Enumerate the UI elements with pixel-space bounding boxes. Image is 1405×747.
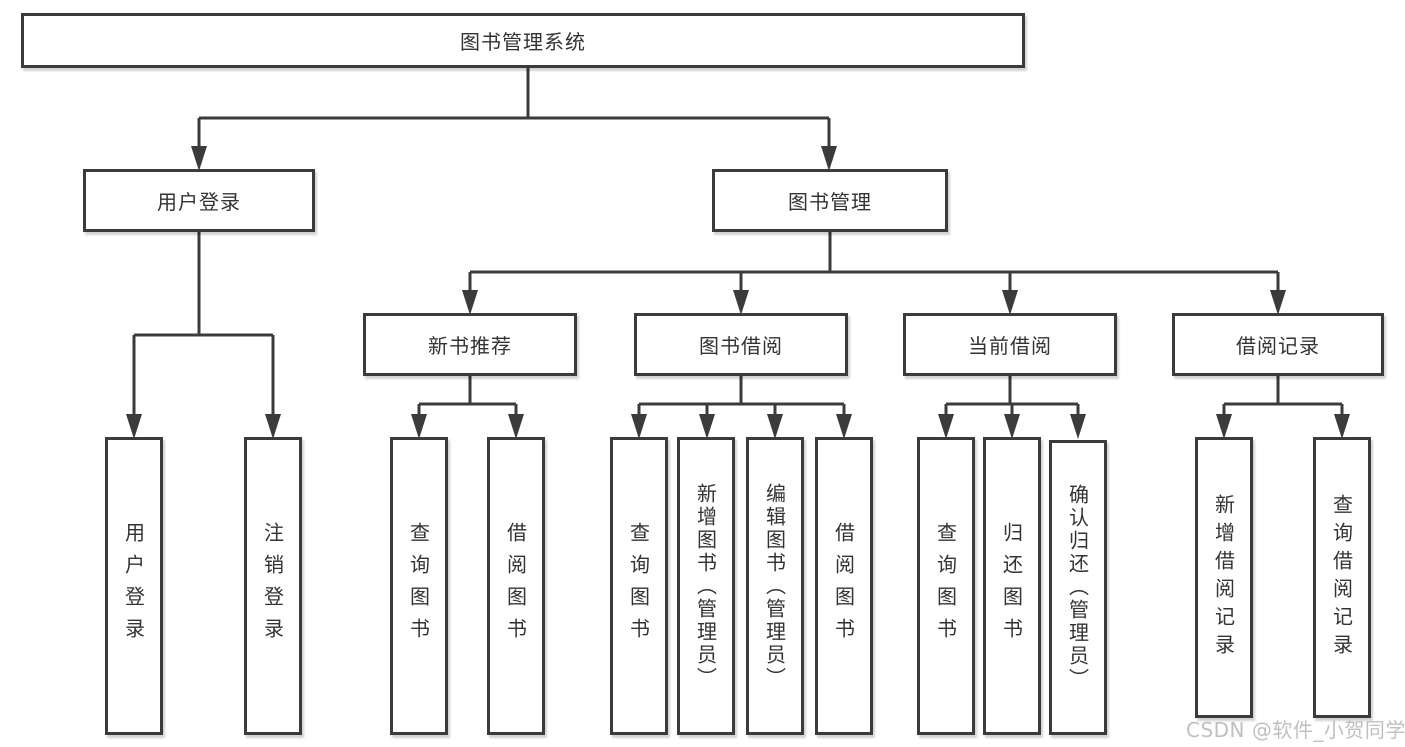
node-user-login: 用户登录: [83, 169, 315, 232]
leaf-label: 新增图书（管理员）: [693, 482, 718, 690]
leaf-borrow-books-recommend: 借阅图书: [487, 437, 545, 735]
leaf-label: 借阅图书: [503, 522, 528, 650]
node-label: 用户登录: [157, 190, 241, 214]
edge-root-to-level2: [197, 68, 831, 148]
leaf-query-books-recommend: 查询图书: [390, 437, 448, 735]
leaf-confirm-return-admin: 确认归还（管理员）: [1049, 440, 1107, 735]
leaf-user-login: 用户登录: [105, 437, 163, 735]
edge-bookmgmt-to-level3: [468, 232, 1280, 292]
leaf-label: 用户登录: [121, 522, 146, 650]
edge-currentborrow-to-leaves: [944, 376, 1080, 416]
node-label: 图书借阅: [699, 334, 783, 358]
arrowheads: [126, 146, 1350, 439]
edge-userlogin-to-leaves: [132, 232, 275, 416]
node-label: 新书推荐: [428, 334, 512, 358]
node-borrow-records: 借阅记录: [1172, 313, 1384, 376]
node-new-book-recommend: 新书推荐: [363, 313, 577, 376]
node-book-management-system: 图书管理系统: [21, 13, 1025, 68]
edge-newbook-to-leaves: [417, 376, 518, 416]
node-label: 图书管理系统: [460, 30, 586, 54]
leaf-return-books: 归还图书: [983, 437, 1041, 735]
node-label: 借阅记录: [1236, 334, 1320, 358]
leaf-label: 归还图书: [999, 522, 1024, 650]
leaf-label: 查询图书: [933, 522, 958, 650]
leaf-add-books-admin: 新增图书（管理员）: [677, 437, 735, 735]
csdn-watermark: CSDN @软件_小贺同学: [1186, 718, 1405, 742]
leaf-label: 编辑图书（管理员）: [762, 482, 787, 690]
leaf-label: 借阅图书: [831, 522, 856, 650]
edge-records-to-leaves: [1222, 376, 1344, 416]
leaf-logout: 注销登录: [244, 437, 302, 735]
leaf-label: 查询图书: [406, 522, 431, 650]
leaf-borrow-books: 借阅图书: [815, 437, 873, 735]
node-book-borrow: 图书借阅: [634, 313, 848, 376]
leaf-label: 查询借阅记录: [1329, 493, 1354, 662]
node-label: 当前借阅: [968, 334, 1052, 358]
leaf-label: 注销登录: [260, 522, 285, 650]
leaf-label: 确认归还（管理员）: [1065, 484, 1090, 691]
leaf-edit-books-admin: 编辑图书（管理员）: [746, 437, 804, 735]
node-label: 图书管理: [788, 190, 872, 214]
leaf-query-books-borrow: 查询图书: [610, 437, 668, 735]
edge-bookborrow-to-leaves: [637, 376, 846, 416]
leaf-query-books-current: 查询图书: [917, 437, 975, 735]
node-book-management: 图书管理: [712, 169, 948, 232]
node-current-borrow: 当前借阅: [903, 313, 1117, 376]
leaf-add-borrow-record: 新增借阅记录: [1195, 437, 1253, 718]
leaf-query-borrow-record: 查询借阅记录: [1313, 437, 1371, 718]
leaf-label: 新增借阅记录: [1211, 493, 1236, 662]
leaf-label: 查询图书: [626, 522, 651, 650]
